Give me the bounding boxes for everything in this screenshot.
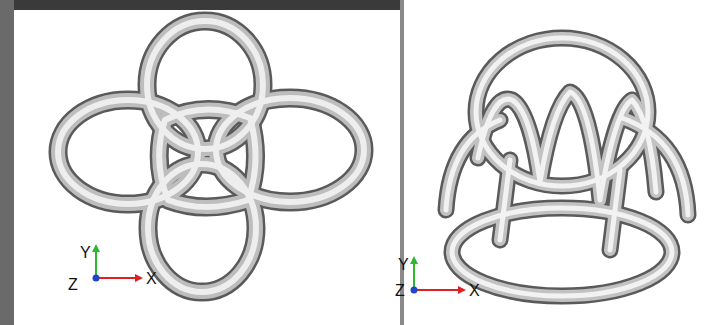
axis-label: Z	[68, 276, 78, 294]
axis-label: Y	[80, 244, 91, 262]
axis-triad	[410, 256, 466, 294]
axis-triad	[92, 244, 143, 282]
axis-label: Y	[398, 256, 409, 274]
axis-label: X	[469, 282, 480, 300]
axis-label: X	[146, 270, 157, 288]
axis-label: Z	[395, 282, 405, 300]
